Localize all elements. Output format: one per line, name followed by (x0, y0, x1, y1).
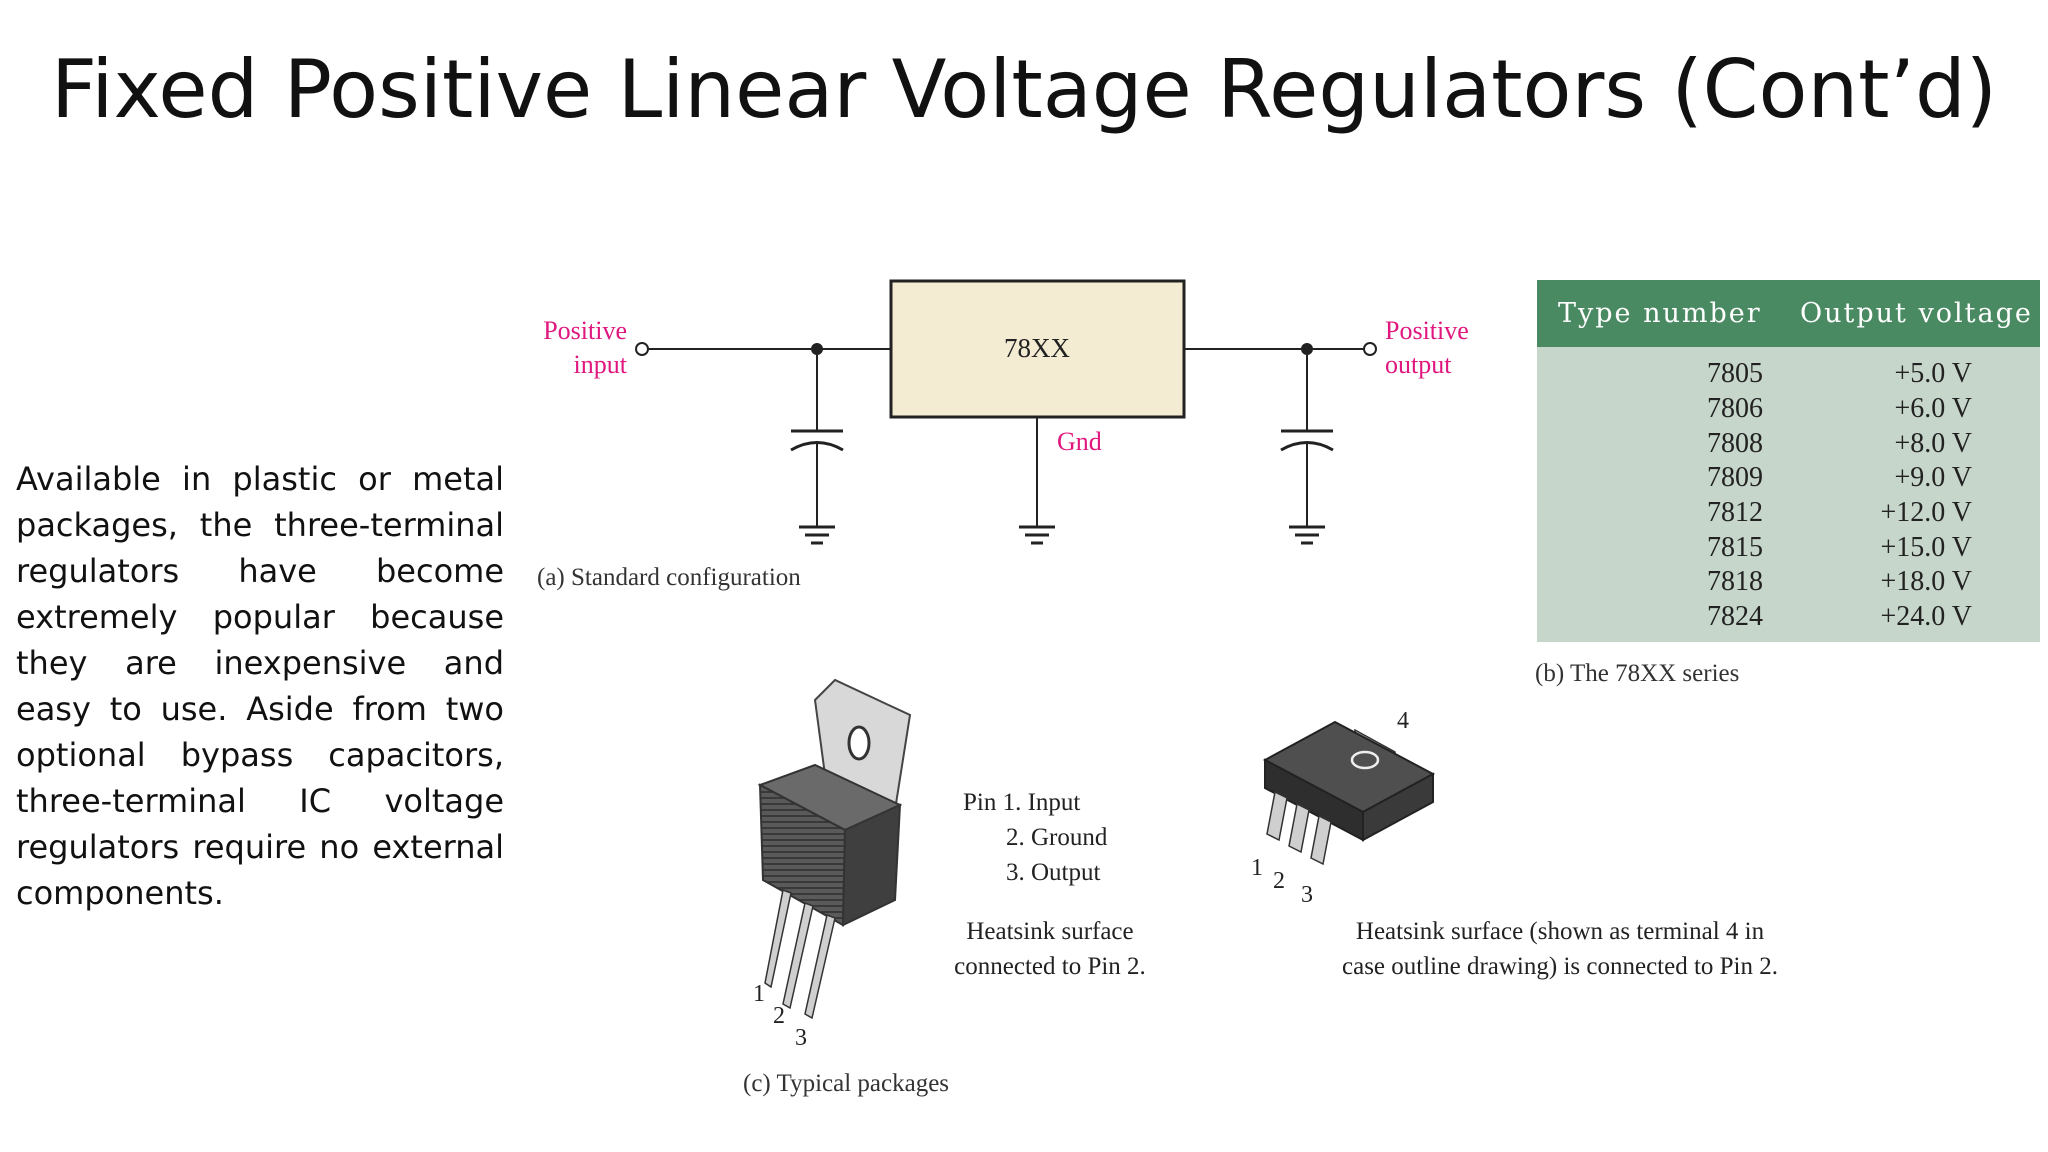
table-row: 7805 +5.0 V (1537, 357, 2040, 392)
standard-configuration-schematic: Positive input 78XX Gnd Positive output (543, 279, 1469, 545)
table-row: 7812 +12.0 V (1537, 496, 2040, 531)
gnd-label: Gnd (1057, 427, 1102, 456)
pin-1-desc: Pin 1. Input (963, 789, 1081, 816)
table-row: 7809 +9.0 V (1537, 461, 2040, 496)
table-body: 7805 +5.0 V 7806 +6.0 V 7808 +8.0 V 7809 +9.… (1537, 347, 2040, 635)
pin-list: Pin 1. Input 2. Ground 3. Output (963, 785, 1107, 890)
type-cell: 7818 (1707, 566, 1763, 598)
table-header: Type number Output voltage (1537, 280, 2040, 347)
table-row: 7808 +8.0 V (1537, 426, 2040, 461)
header-output-voltage: Output voltage (1800, 298, 2033, 329)
voltage-cell: +5.0 V (1894, 358, 1972, 390)
output-label-line2: output (1385, 350, 1452, 379)
voltage-cell: +12.0 V (1880, 497, 1972, 529)
voltage-cell: +8.0 V (1894, 427, 1972, 459)
header-type-number: Type number (1558, 298, 1762, 329)
table-row: 7824 +24.0 V (1537, 600, 2040, 635)
series-table: Type number Output voltage 7805 +5.0 V 78… (1537, 280, 2040, 642)
body-paragraph: Available in plastic or metal packages, … (16, 460, 504, 912)
smd-heatsink-note: Heatsink surface (shown as terminal 4 in… (1300, 914, 1820, 984)
input-label-line1: Positive (543, 316, 627, 345)
pin-2-desc: 2. Ground (1006, 824, 1108, 851)
table-row: 7818 +18.0 V (1537, 565, 2040, 600)
voltage-cell: +24.0 V (1880, 601, 1972, 633)
to220-heatsink-line2: connected to Pin 2. (954, 953, 1146, 980)
smd-pin-3-label: 3 (1301, 882, 1313, 908)
voltage-cell: +18.0 V (1880, 566, 1972, 598)
table-row: 7815 +15.0 V (1537, 530, 2040, 565)
table-caption: (b) The 78XX series (1535, 660, 1740, 687)
smd-heatsink-line1: Heatsink surface (shown as terminal 4 in (1355, 918, 1765, 945)
voltage-cell: +9.0 V (1894, 462, 1972, 494)
pin-3-desc: 3. Output (1006, 859, 1101, 886)
type-cell: 7805 (1707, 358, 1763, 390)
ic-label: 78XX (1004, 333, 1070, 363)
to220-heatsink-line1: Heatsink surface (966, 918, 1134, 945)
output-label-line1: Positive (1385, 316, 1469, 345)
smd-package-illustration: 1 2 3 4 (1251, 708, 1436, 908)
input-terminal (635, 342, 649, 356)
input-label-line2: input (574, 350, 628, 379)
to220-pin-1-label: 1 (753, 981, 765, 1007)
to220-package-illustration: 1 2 3 (753, 678, 912, 1051)
smd-heatsink-line2: case outline drawing) is connected to Pi… (1342, 953, 1778, 980)
type-cell: 7806 (1707, 393, 1763, 425)
smd-pin-1-label: 1 (1251, 855, 1263, 881)
smd-pin-2-label: 2 (1273, 868, 1285, 894)
type-cell: 7824 (1707, 601, 1763, 633)
to220-pin-2-label: 2 (773, 1003, 785, 1029)
to220-heatsink-note: Heatsink surface connected to Pin 2. (905, 914, 1195, 984)
smd-pin-4-label: 4 (1397, 708, 1409, 734)
voltage-cell: +15.0 V (1880, 531, 1972, 563)
slide-title: Fixed Positive Linear Voltage Regulators… (51, 43, 1997, 136)
to220-pin-3-label: 3 (795, 1025, 807, 1051)
type-cell: 7815 (1707, 531, 1763, 563)
table-row: 7806 +6.0 V (1537, 392, 2040, 427)
type-cell: 7808 (1707, 427, 1763, 459)
output-terminal (1363, 342, 1377, 356)
type-cell: 7812 (1707, 497, 1763, 529)
type-cell: 7809 (1707, 462, 1763, 494)
regulator-ic-box (889, 279, 1186, 419)
voltage-cell: +6.0 V (1894, 393, 1972, 425)
schematic-caption: (a) Standard configuration (537, 564, 801, 591)
packages-caption: (c) Typical packages (743, 1070, 950, 1097)
